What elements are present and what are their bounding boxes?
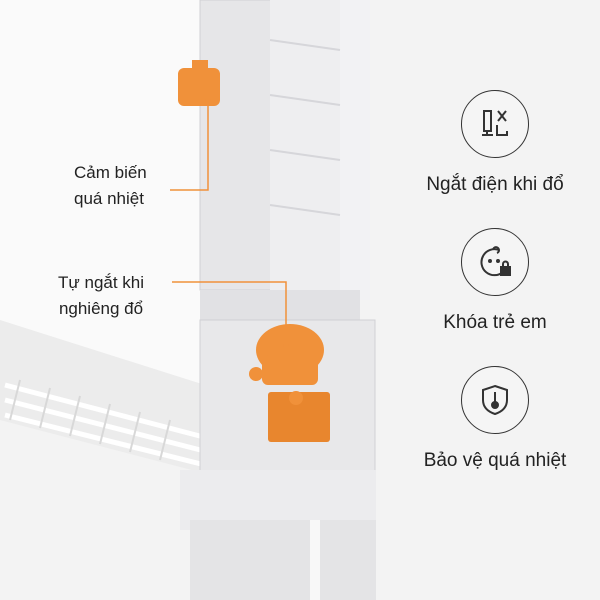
callout-line: quá nhiệt	[74, 189, 144, 208]
callout-line: nghiêng đổ	[58, 299, 144, 318]
callout-line: Tự ngắt khi	[58, 273, 145, 292]
tip-over-cutoff-icon	[461, 90, 529, 158]
overheat-protection-icon	[461, 366, 529, 434]
child-lock-icon	[461, 228, 529, 296]
tilt-leader-line	[172, 281, 287, 345]
feature-label: Ngắt điện khi đổ	[426, 174, 564, 195]
feature-tip-over-cutoff: Ngắt điện khi đổ	[390, 90, 600, 196]
thermal-sensor-callout: Cảm biến quá nhiệt	[74, 160, 147, 212]
tilt-cutoff-callout: Tự ngắt khi nghiêng đổ	[58, 270, 144, 322]
tilt-switch-part	[249, 324, 330, 442]
thermal-sensor-part	[178, 60, 220, 106]
sensor-leader-line	[170, 100, 209, 191]
callout-line: Cảm biến	[74, 163, 147, 182]
feature-label: Bảo vệ quá nhiệt	[423, 450, 567, 471]
feature-child-lock: Khóa trẻ em	[390, 228, 600, 334]
feature-overheat-protection: Bảo vệ quá nhiệt	[390, 366, 600, 472]
heater-grille	[0, 320, 230, 480]
feature-label: Khóa trẻ em	[443, 312, 547, 333]
